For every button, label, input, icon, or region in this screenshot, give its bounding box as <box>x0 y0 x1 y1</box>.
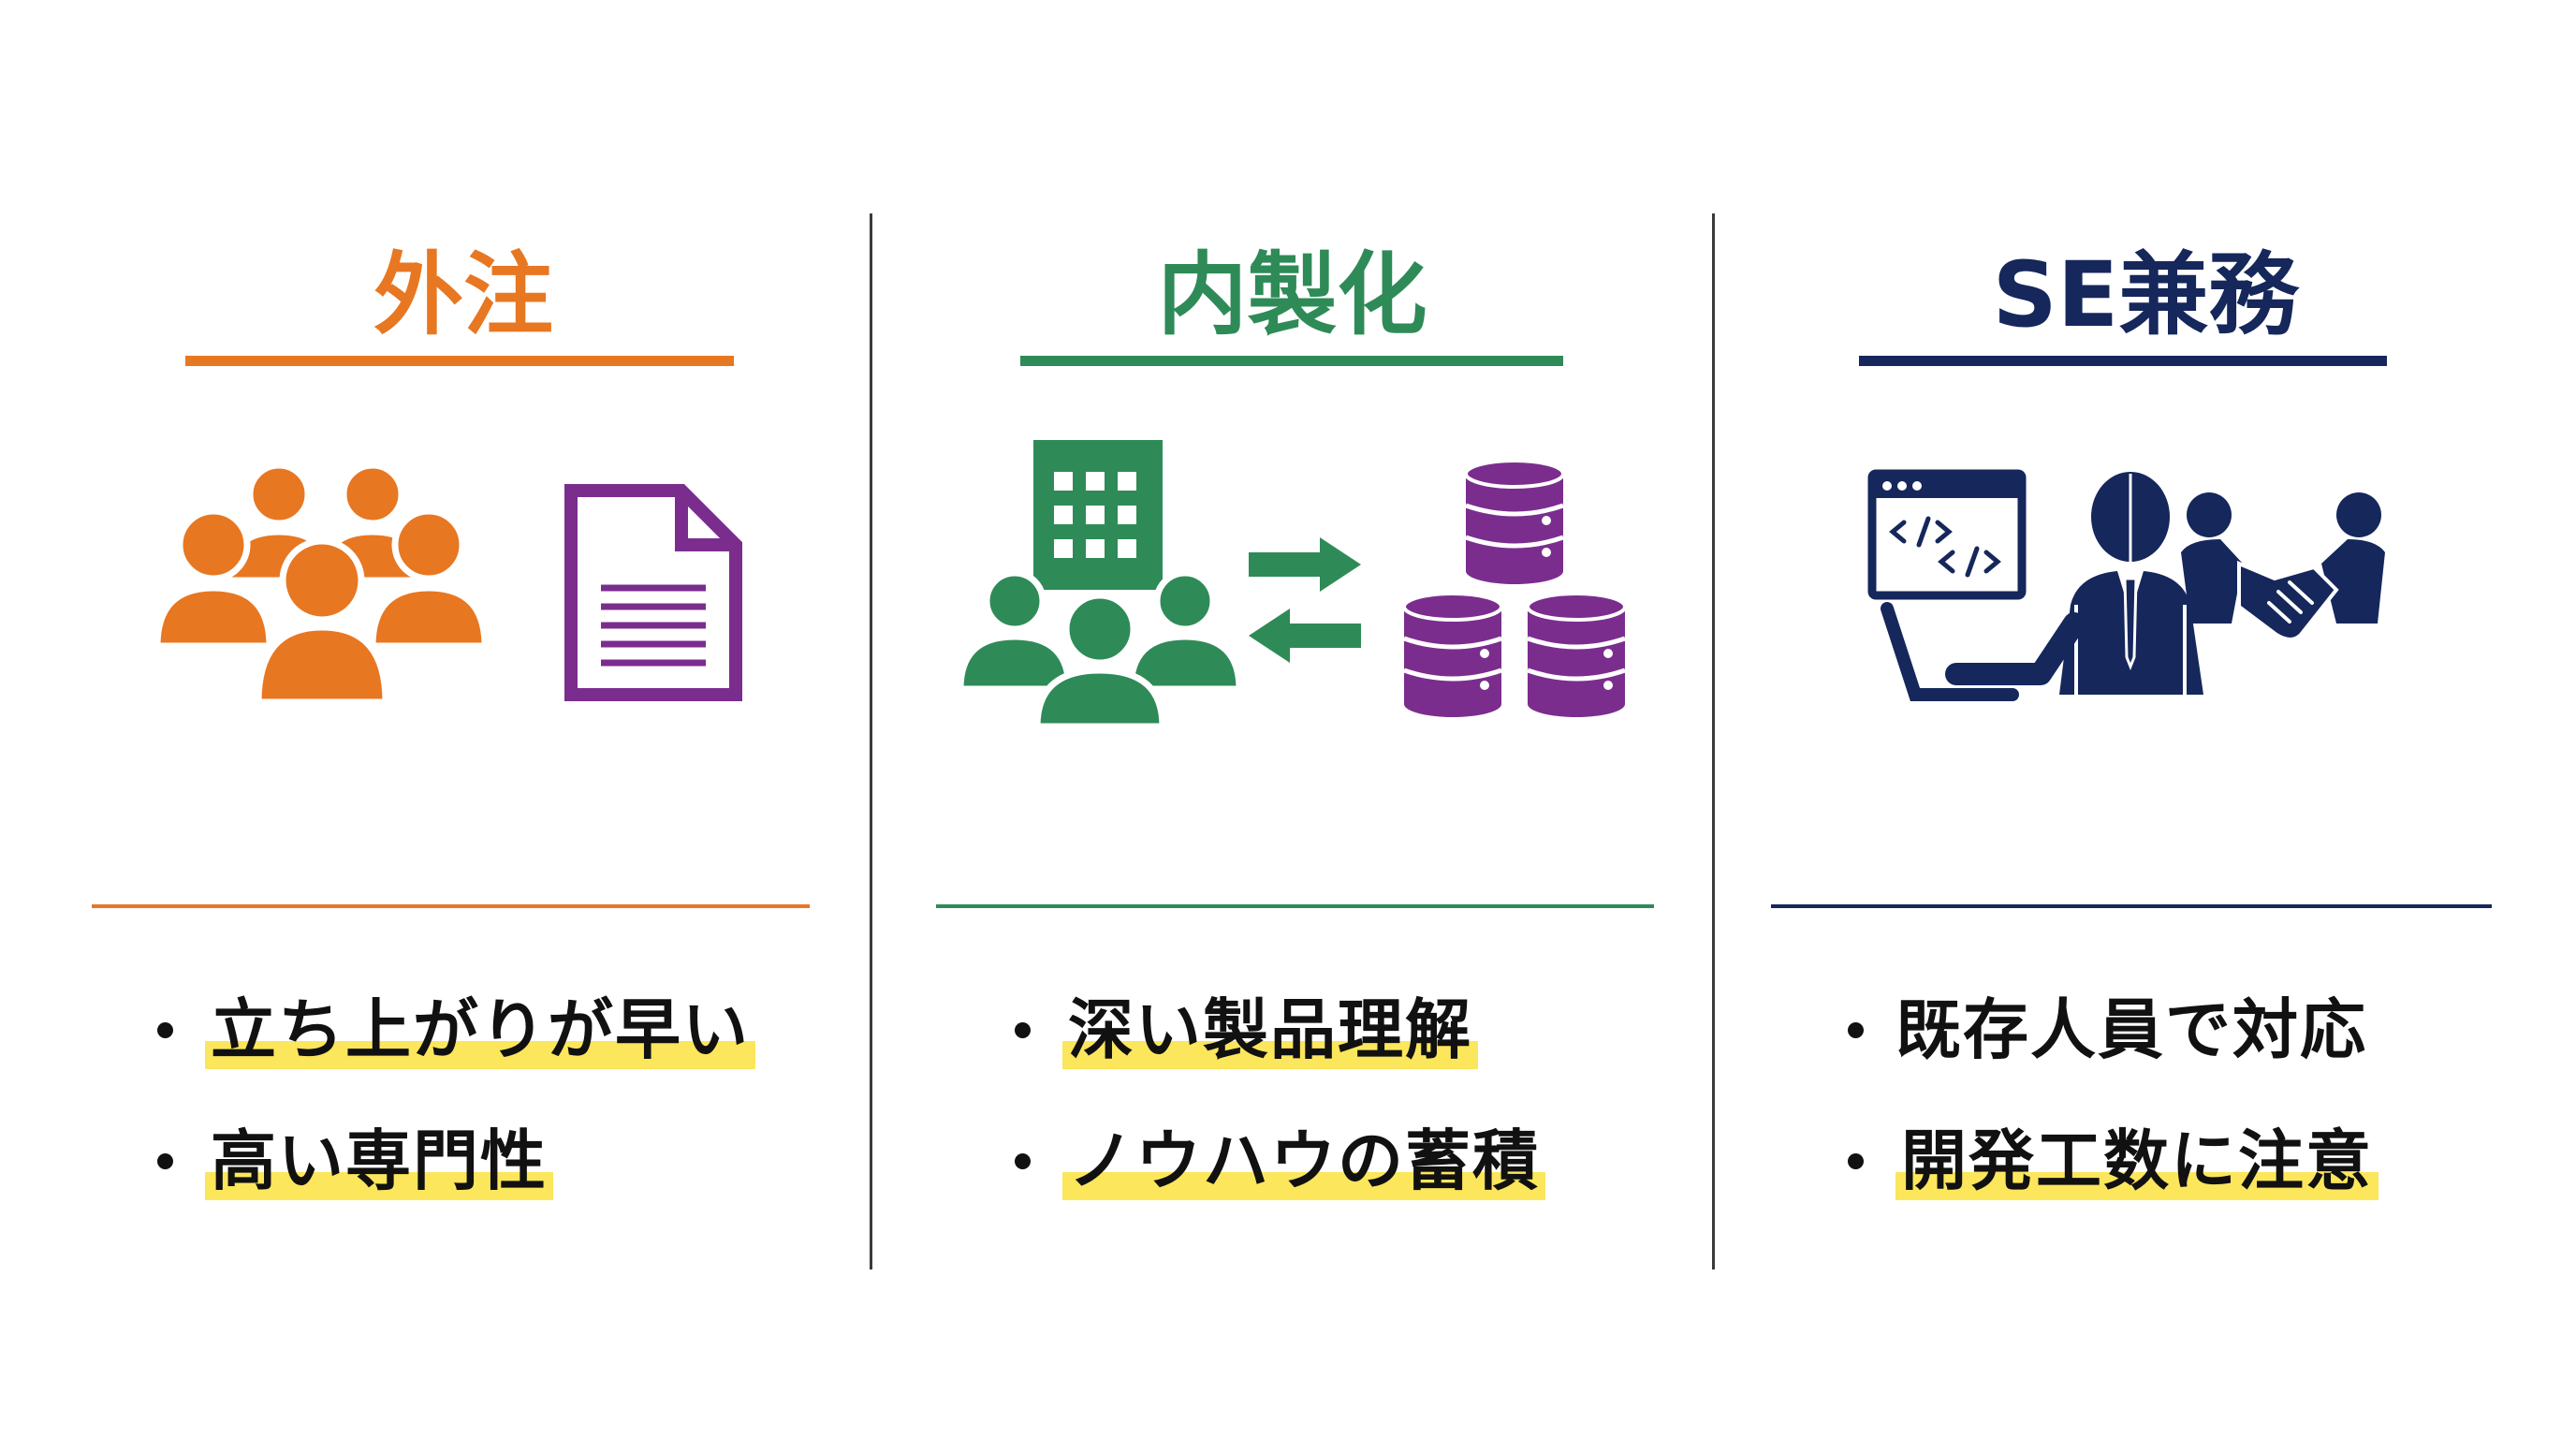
document-icon <box>564 484 742 701</box>
column-title: 内製化 <box>1157 242 1427 347</box>
bullet-list: 深い製品理解 ノウハウの蓄積 <box>1015 964 1545 1226</box>
bullet-list: 既存人員で対応 開発工数に注意 <box>1848 964 2378 1226</box>
column-inhouse: 内製化 <box>872 0 1712 1438</box>
section-divider <box>92 904 810 908</box>
icon-area <box>872 440 1712 749</box>
exchange-arrows-icon <box>1249 537 1361 663</box>
code-window-icon <box>1867 469 2027 701</box>
engineer-icon <box>1945 472 2203 695</box>
bullet-item: 高い専門性 <box>157 1095 755 1226</box>
title-underline <box>1020 356 1563 366</box>
bullet-text: 高い専門性 <box>205 1114 553 1208</box>
database-stack-icon <box>1402 459 1627 717</box>
bullet-dot <box>1015 1021 1031 1038</box>
building-team-icon <box>957 440 1243 730</box>
bullet-text: ノウハウの蓄積 <box>1062 1114 1545 1208</box>
handshake-icon <box>2181 492 2385 641</box>
icon-group <box>154 462 742 706</box>
people-group-icon <box>154 462 489 706</box>
bullet-text: 立ち上がりが早い <box>205 983 755 1077</box>
icon-area <box>1715 440 2576 749</box>
bullet-item: 立ち上がりが早い <box>157 964 755 1095</box>
title-underline <box>1859 356 2387 366</box>
column-outsourcing: 外注 <box>0 0 870 1438</box>
bullet-item: 開発工数に注意 <box>1848 1095 2378 1226</box>
icon-group <box>957 440 1627 730</box>
column-se-dual-role: SE兼務 <box>1715 0 2576 1438</box>
section-divider <box>936 904 1654 908</box>
column-title: SE兼務 <box>1992 242 2299 347</box>
bullet-list: 立ち上がりが早い 高い専門性 <box>157 964 755 1226</box>
icon-area <box>0 440 870 749</box>
bullet-text: 既存人員で対応 <box>1895 991 2367 1068</box>
bullet-item: 既存人員で対応 <box>1848 964 2378 1095</box>
column-divider-2 <box>1712 213 1715 1269</box>
bullet-item: 深い製品理解 <box>1015 964 1545 1095</box>
bullet-text: 開発工数に注意 <box>1895 1114 2378 1208</box>
bullet-dot <box>1848 1152 1864 1169</box>
bullet-dot <box>1848 1021 1864 1038</box>
icon-group <box>1867 469 2385 701</box>
bullet-dot <box>157 1021 173 1038</box>
bullet-item: ノウハウの蓄積 <box>1015 1095 1545 1226</box>
section-divider <box>1771 904 2492 908</box>
bullet-dot <box>157 1152 173 1169</box>
bullet-dot <box>1015 1152 1031 1169</box>
column-divider-1 <box>870 213 872 1269</box>
column-title: 外注 <box>373 242 553 347</box>
bullet-text: 深い製品理解 <box>1062 983 1478 1077</box>
title-underline <box>185 356 734 366</box>
